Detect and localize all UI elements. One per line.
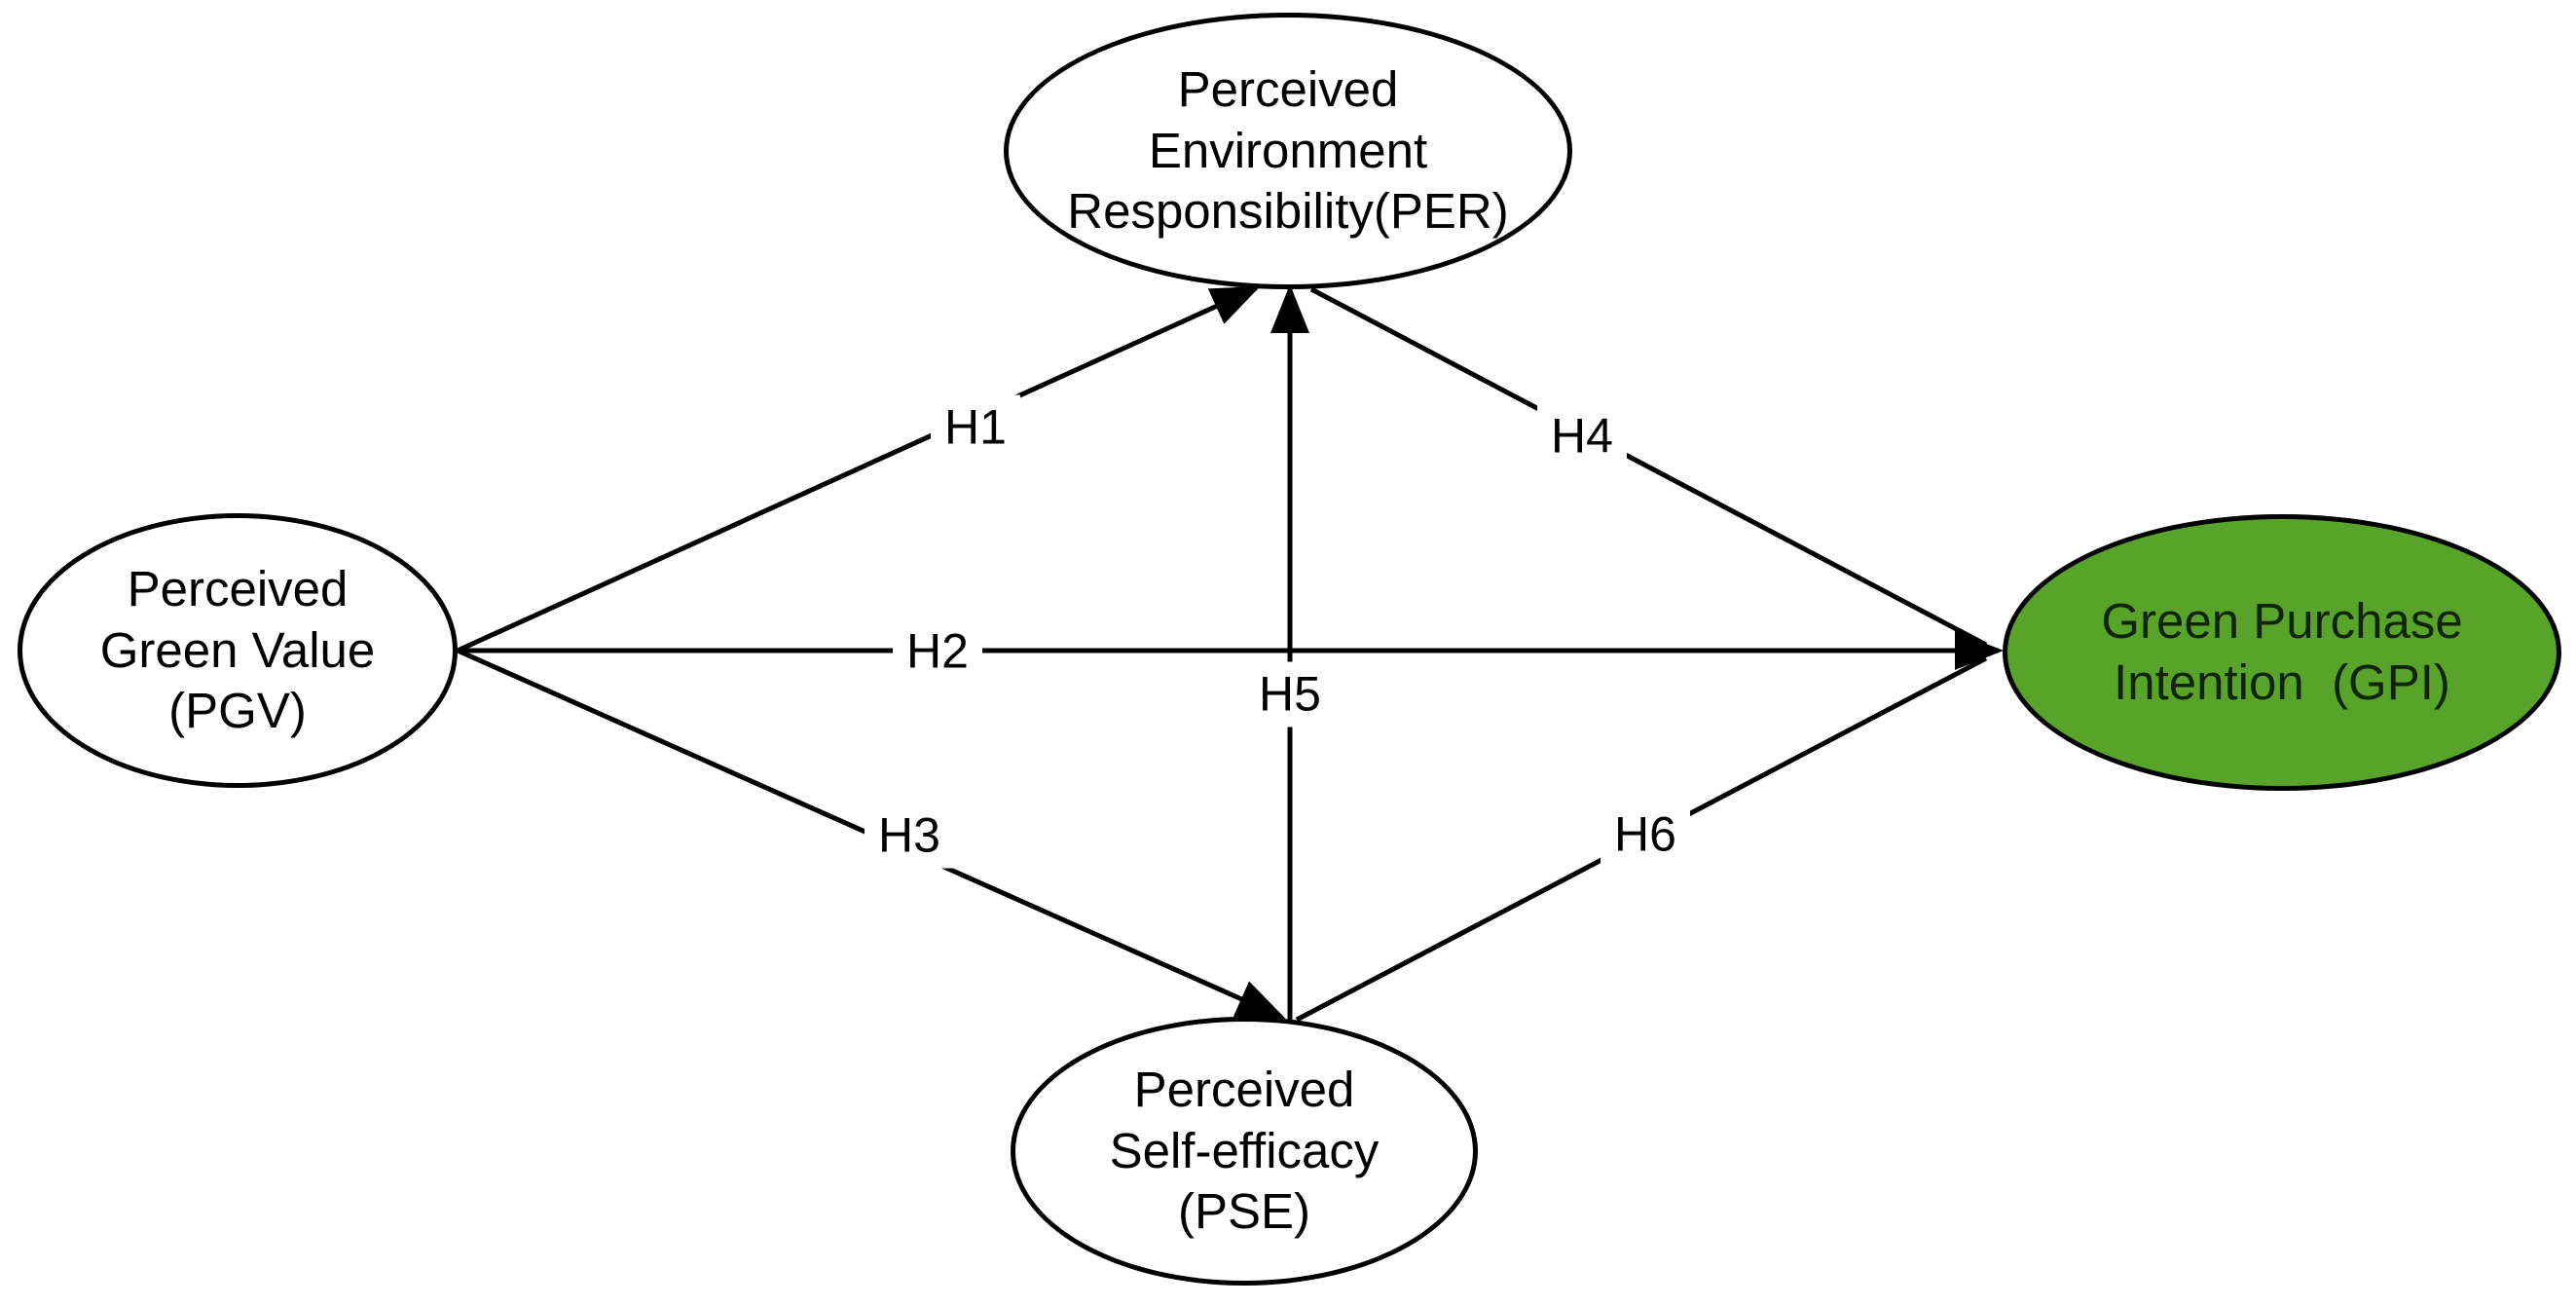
node-pgv-label: Perceived Green Value (PGV) bbox=[99, 560, 376, 739]
edge-label-h2: H2 bbox=[893, 618, 982, 685]
edge-h4-line bbox=[1309, 286, 1988, 648]
edge-label-h1: H1 bbox=[931, 394, 1020, 461]
node-per-ellipse: Perceived Environment Responsibility(PER… bbox=[1004, 13, 1572, 289]
node-pse-label: Perceived Self-efficacy (PSE) bbox=[1109, 1061, 1380, 1240]
node-per-label: Perceived Environment Responsibility(PER… bbox=[1067, 60, 1509, 240]
edge-label-h6: H6 bbox=[1601, 802, 1690, 868]
edge-label-h5: H5 bbox=[1245, 661, 1335, 728]
node-pgv-ellipse: Perceived Green Value (PGV) bbox=[18, 513, 458, 788]
edge-h1-line bbox=[456, 285, 1261, 653]
edge-label-h4: H4 bbox=[1537, 403, 1627, 469]
node-gpi-ellipse: Green Purchase Intention (GPI) bbox=[2003, 514, 2561, 791]
node-pse-ellipse: Perceived Self-efficacy (PSE) bbox=[1011, 1017, 1478, 1286]
edge-label-h3: H3 bbox=[865, 802, 954, 869]
node-gpi-label: Green Purchase Intention (GPI) bbox=[2101, 593, 2463, 710]
